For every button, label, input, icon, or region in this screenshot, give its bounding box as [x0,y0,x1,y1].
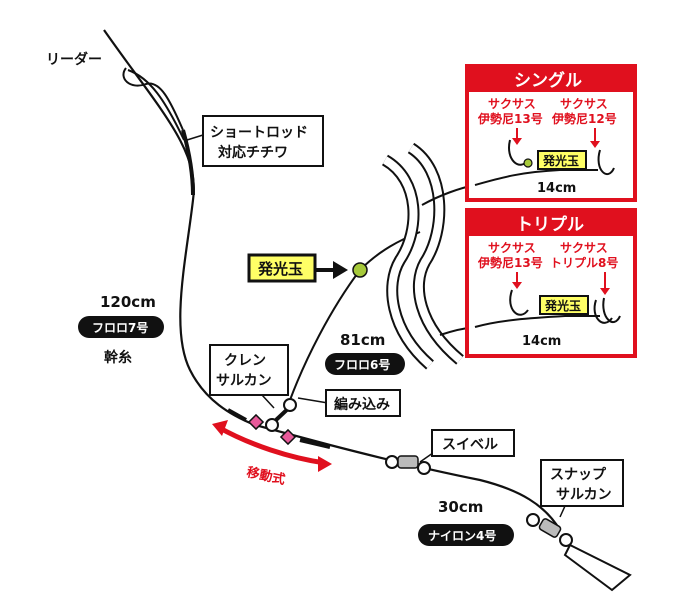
mainline-material-pill [78,316,164,338]
svg-text:サクサス: サクサス [488,97,536,111]
mainline-material: フロロ7号 [92,320,148,335]
single-title: シングル [514,70,582,91]
svg-text:スイベル: スイベル [442,437,498,453]
crane-swivel-ring [283,398,297,412]
swivel [385,455,431,475]
branch-line [289,231,421,401]
leader-loop [122,67,184,131]
svg-text:ショートロッド: ショートロッド [210,125,308,141]
svg-text:14cm: 14cm [522,334,561,349]
swivel-callout: スイベル [419,429,515,463]
svg-text:トリプル8号: トリプル8号 [550,255,618,270]
leader-label: リーダー [46,51,102,68]
svg-text:スナップ: スナップ [550,467,607,483]
hook-length: 81cm [340,331,385,349]
svg-text:発光玉: 発光玉 [542,153,579,168]
svg-text:対応チチワ: 対応チチワ [217,144,288,161]
hook-material: フロロ6号 [334,357,390,372]
svg-text:クレン: クレン [224,353,266,369]
svg-text:サルカン: サルカン [556,487,612,503]
braided-callout: 編み込み [297,389,401,417]
svg-text:サルカン: サルカン [216,373,272,389]
triple-title: トリプル [516,214,584,235]
svg-text:サクサス: サクサス [560,241,608,255]
crane-sarukan-callout: クレン サルカン [209,344,289,409]
tail-length: 30cm [438,498,483,516]
snap-sarukan-callout: スナップ サルカン [540,459,624,518]
glow-ball-callout: 発光玉 [247,253,348,283]
svg-text:14cm: 14cm [537,181,576,196]
hook-material-pill [325,353,405,375]
rod-chichiwa-callout: ショートロッド 対応チチワ [186,115,324,167]
tail-material: ナイロン4号 [428,528,496,543]
svg-text:発光玉: 発光玉 [544,298,581,313]
svg-text:サクサス: サクサス [560,97,608,111]
svg-text:発光玉: 発光玉 [257,260,303,278]
crane-bead-2 [279,428,297,446]
single-box: シングル サクサス 伊勢尼13号 サクサス 伊勢尼12号 発光玉 14cm [465,64,637,202]
glow-ball-bead [352,262,368,278]
svg-text:伊勢尼13号: 伊勢尼13号 [477,111,543,126]
tail-material-pill [418,524,514,546]
rod-section [181,129,195,196]
triple-box: トリプル サクサス 伊勢尼13号 サクサス トリプル8号 発光玉 14cm [465,208,637,358]
snap-swivel [526,513,632,592]
crane-bead-1 [247,413,265,431]
mainline-length: 120cm [100,293,156,311]
svg-text:伊勢尼13号: 伊勢尼13号 [477,255,543,270]
movable-label: 移動式 [245,464,286,488]
movable-arrow [212,420,332,472]
svg-text:サクサス: サクサス [488,241,536,255]
svg-text:伊勢尼12号: 伊勢尼12号 [551,111,617,126]
mainline-name: 幹糸 [104,349,132,366]
svg-text:編み込み: 編み込み [334,396,390,413]
